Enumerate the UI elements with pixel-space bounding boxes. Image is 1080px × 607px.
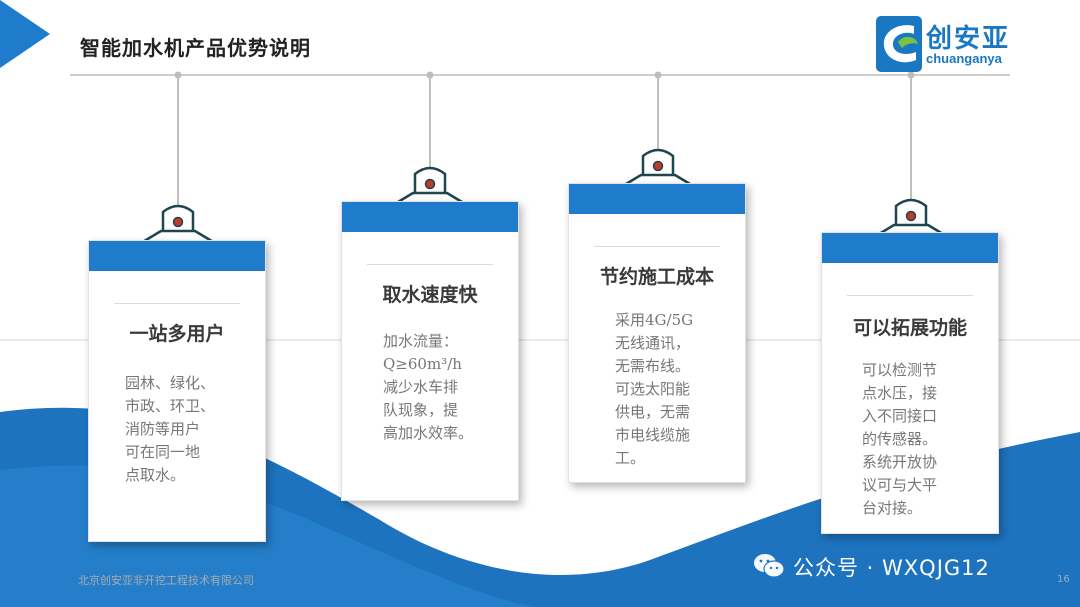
page-number: 16: [1057, 574, 1070, 585]
card-header-bar: [569, 184, 745, 214]
hanging-strings: [177, 75, 912, 206]
corner-arrow: [0, 0, 50, 68]
card-header-bar: [822, 233, 998, 263]
clip-tag-2: [391, 166, 469, 207]
company-name: 北京创安亚非开挖工程技术有限公司: [78, 574, 254, 587]
feature-card-2: 取水速度快 加水流量： Q≥60m³/h 减少水车排 队现象，提 高加水效率。: [341, 201, 519, 501]
card-divider: [594, 246, 720, 247]
card-divider: [847, 295, 973, 296]
card-body: 加水流量： Q≥60m³/h 减少水车排 队现象，提 高加水效率。: [383, 332, 474, 442]
feature-card-3: 节约施工成本 采用4G/5G 无线通讯， 无需布线。 可选太阳能 供电，无需 市…: [568, 183, 746, 483]
card-heading: 一站多用户: [129, 323, 225, 345]
logo-chinese: 创安亚: [926, 24, 1011, 54]
card-heading: 节约施工成本: [599, 266, 714, 288]
card-body: 园林、绿化、 市政、环卫、 消防等用户 可在同一地 点取水。: [125, 374, 216, 484]
card-body: 可以检测节 点水压，接 入不同接口 的传感器。 系统开放协 议可与大平 台对接。: [862, 361, 938, 517]
card-divider: [367, 264, 493, 265]
card-body: 采用4G/5G 无线通讯， 无需布线。 可选太阳能 供电，无需 市电线缆施 工。: [615, 311, 694, 467]
watermark-text: 公众号 · WXQJG12: [793, 556, 990, 580]
card-divider: [114, 303, 240, 304]
card-heading: 可以拓展功能: [852, 317, 967, 339]
card-heading: 取水速度快: [382, 284, 478, 306]
wechat-icon: [754, 554, 785, 578]
logo-english: chuanganya: [926, 51, 1002, 66]
rail-nodes: [174, 71, 915, 79]
card-header-bar: [89, 241, 265, 271]
card-header-bar: [342, 202, 518, 232]
logo-icon: [876, 16, 922, 72]
page-title: 智能加水机产品优势说明: [80, 36, 311, 60]
feature-card-4: 可以拓展功能 可以检测节 点水压，接 入不同接口 的传感器。 系统开放协 议可与…: [821, 232, 999, 534]
feature-card-1: 一站多用户 园林、绿化、 市政、环卫、 消防等用户 可在同一地 点取水。: [88, 240, 266, 542]
